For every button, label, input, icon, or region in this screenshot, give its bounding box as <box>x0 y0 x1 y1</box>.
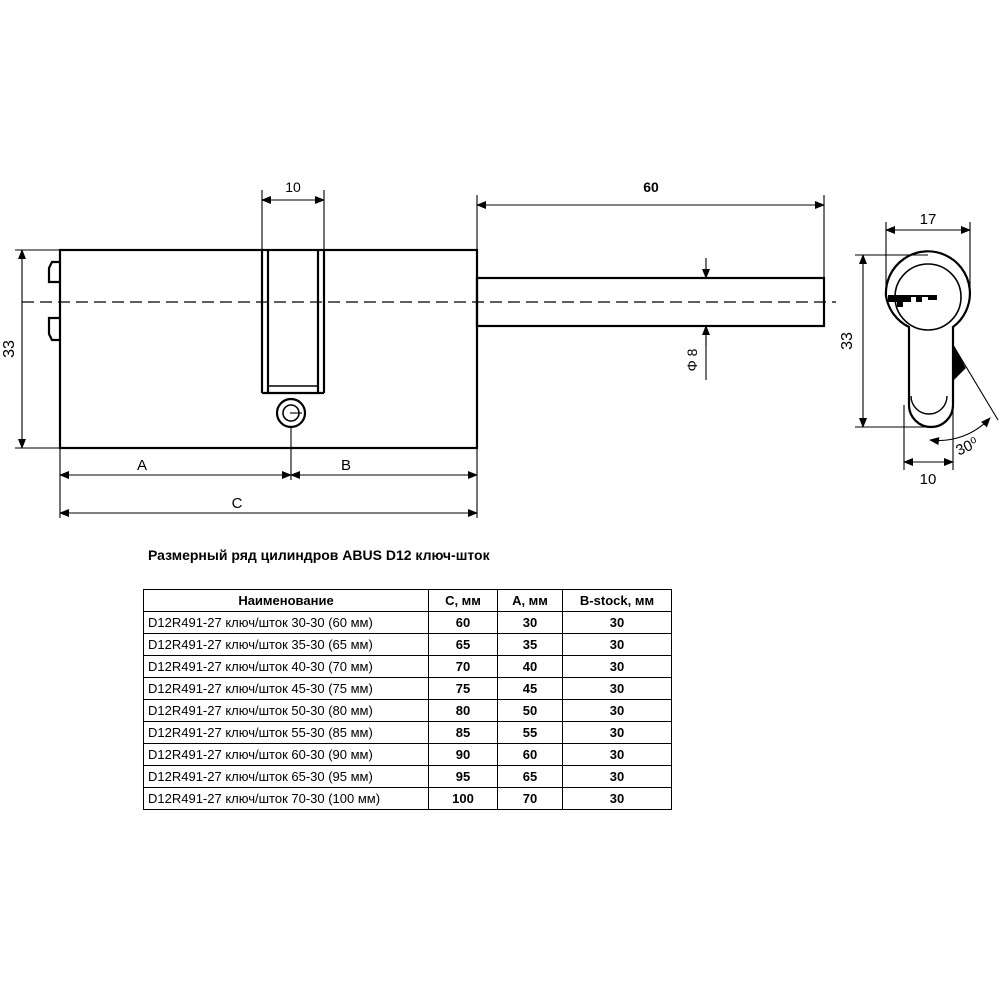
cell-b-stock: 30 <box>562 699 672 722</box>
dim-c: C <box>232 495 243 512</box>
cell-c: 85 <box>428 721 498 744</box>
dim-height: 33 <box>1 340 18 358</box>
cell-name: D12R491-27 ключ/шток 65-30 (95 мм) <box>143 765 429 788</box>
cell-b-stock: 30 <box>562 787 672 810</box>
cell-b-stock: 30 <box>562 677 672 700</box>
cell-a: 30 <box>497 611 563 634</box>
cell-c: 90 <box>428 743 498 766</box>
cell-name: D12R491-27 ключ/шток 70-30 (100 мм) <box>143 787 429 810</box>
cell-b-stock: 30 <box>562 765 672 788</box>
keyway-icon <box>888 295 937 307</box>
cell-c: 75 <box>428 677 498 700</box>
cell-name: D12R491-27 ключ/шток 35-30 (65 мм) <box>143 633 429 656</box>
cell-name: D12R491-27 ключ/шток 55-30 (85 мм) <box>143 721 429 744</box>
side-dimension-lines <box>855 222 999 470</box>
dim-side-height: 33 <box>839 332 856 350</box>
dim-b: B <box>341 457 351 474</box>
table-title: Размерный ряд цилиндров ABUS D12 ключ-шт… <box>148 547 490 563</box>
cell-a: 45 <box>497 677 563 700</box>
cylinder-body <box>47 248 479 450</box>
cell-c: 95 <box>428 765 498 788</box>
cell-c: 70 <box>428 655 498 678</box>
cell-a: 70 <box>497 787 563 810</box>
cell-b-stock: 30 <box>562 611 672 634</box>
cell-c: 65 <box>428 633 498 656</box>
angle-hatch <box>952 344 966 382</box>
dim-side-bottom: 10 <box>920 471 937 488</box>
header-name: Наименование <box>143 589 429 612</box>
dim-stem-length: 60 <box>643 179 659 195</box>
cell-a: 40 <box>497 655 563 678</box>
header-c: C, мм <box>428 589 498 612</box>
cylinder-profile <box>884 250 971 429</box>
dim-side-width: 17 <box>920 211 937 228</box>
cell-b-stock: 30 <box>562 743 672 766</box>
dimensions-table: Наименование C, мм A, мм B-stock, мм D12… <box>143 589 672 810</box>
cell-name: D12R491-27 ключ/шток 45-30 (75 мм) <box>143 677 429 700</box>
cell-name: D12R491-27 ключ/шток 30-30 (60 мм) <box>143 611 429 634</box>
dim-stem-diameter: Φ 8 <box>684 348 700 371</box>
cell-c: 100 <box>428 787 498 810</box>
cell-name: D12R491-27 ключ/шток 60-30 (90 мм) <box>143 743 429 766</box>
cell-c: 80 <box>428 699 498 722</box>
header-b-stock: B-stock, мм <box>562 589 672 612</box>
cell-c: 60 <box>428 611 498 634</box>
dim-a: A <box>137 457 147 474</box>
cell-b-stock: 30 <box>562 633 672 656</box>
cell-a: 35 <box>497 633 563 656</box>
cell-b-stock: 30 <box>562 655 672 678</box>
dim-cam-width: 10 <box>285 179 301 195</box>
cell-a: 65 <box>497 765 563 788</box>
cell-b-stock: 30 <box>562 721 672 744</box>
technical-drawing: 10 60 33 Φ 8 A B C 17 33 10 30⁰ <box>1 179 999 518</box>
cell-name: D12R491-27 ключ/шток 50-30 (80 мм) <box>143 699 429 722</box>
dimension-lines <box>15 190 825 518</box>
cell-a: 60 <box>497 743 563 766</box>
table-header-row: Наименование C, мм A, мм B-stock, мм <box>143 589 672 612</box>
header-a: A, мм <box>497 589 563 612</box>
cell-a: 50 <box>497 699 563 722</box>
cell-a: 55 <box>497 721 563 744</box>
cell-name: D12R491-27 ключ/шток 40-30 (70 мм) <box>143 655 429 678</box>
